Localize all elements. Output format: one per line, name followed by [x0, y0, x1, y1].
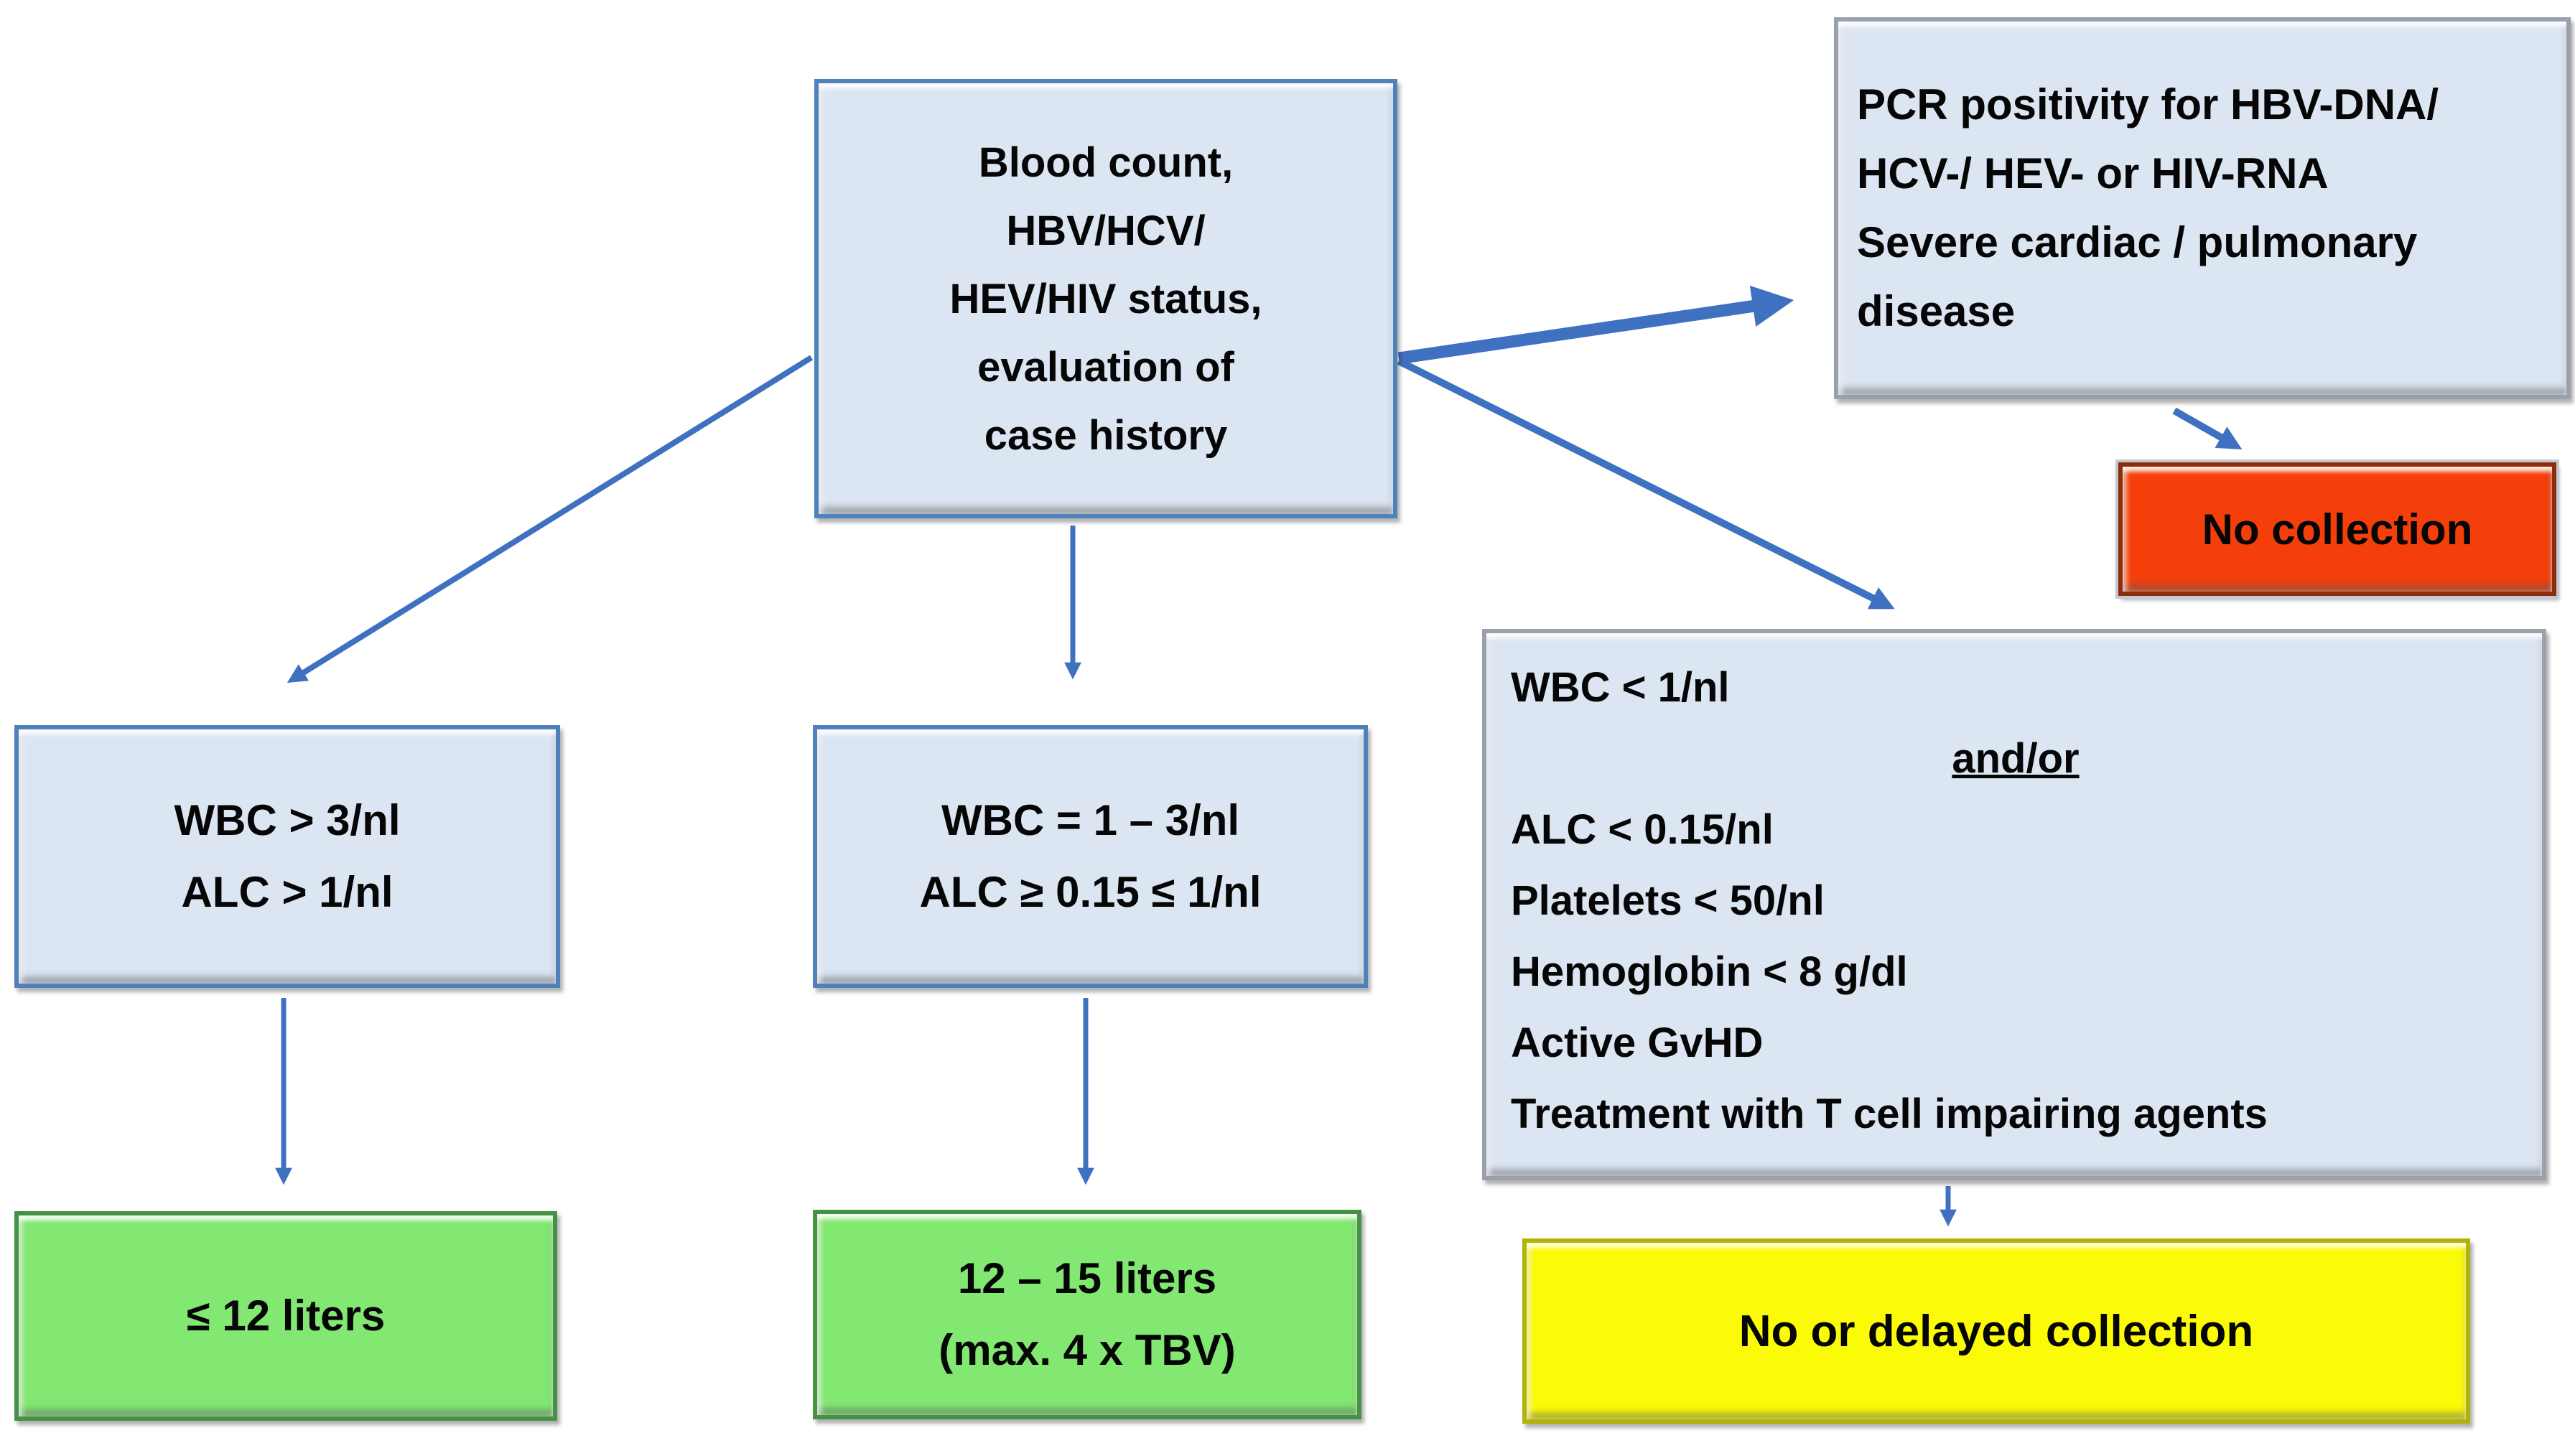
- low-counts-line-gvhd: Active GvHD: [1511, 1019, 1764, 1066]
- node-volume-low-text: ≤ 12 liters: [186, 1292, 386, 1340]
- node-volume-mid-text: 12 – 15 liters (max. 4 x TBV): [939, 1254, 1236, 1374]
- node-good-counts: WBC > 3/nl ALC > 1/nl: [14, 725, 560, 988]
- low-counts-line-hemoglobin: Hemoglobin < 8 g/dl: [1511, 948, 1908, 995]
- node-good-counts-text: WBC > 3/nl ALC > 1/nl: [174, 796, 401, 916]
- arrow-assessment-to-good-counts: [287, 355, 814, 683]
- node-exclusion-criteria: PCR positivity for HBV-DNA/ HCV-/ HEV- o…: [1834, 17, 2571, 399]
- node-no-or-delayed-collection-text: No or delayed collection: [1738, 1306, 2254, 1356]
- node-no-or-delayed-collection: No or delayed collection: [1522, 1238, 2470, 1424]
- node-assessment-text: Blood count, HBV/HCV/ HEV/HIV status, ev…: [949, 139, 1262, 459]
- low-counts-line-alc: ALC < 0.15/nl: [1511, 806, 1774, 853]
- low-counts-and-or: and/or: [1952, 735, 2080, 782]
- node-exclusion-criteria-text: PCR positivity for HBV-DNA/ HCV-/ HEV- o…: [1857, 80, 2439, 335]
- arrow-assessment-to-low-counts: [1397, 358, 1895, 610]
- node-assessment: Blood count, HBV/HCV/ HEV/HIV status, ev…: [814, 79, 1397, 518]
- node-no-collection: No collection: [2115, 459, 2559, 599]
- node-no-collection-text: No collection: [2202, 505, 2473, 554]
- node-volume-low: ≤ 12 liters: [14, 1211, 557, 1421]
- node-volume-mid: 12 – 15 liters (max. 4 x TBV): [813, 1210, 1361, 1419]
- low-counts-line-treatment: Treatment with T cell impairing agents: [1511, 1091, 2268, 1137]
- arrow-assessment-to-exclusion: [1397, 285, 1794, 365]
- low-counts-line-wbc: WBC < 1/nl: [1511, 664, 1730, 711]
- arrow-exclusion-to-no-collection: [2172, 407, 2243, 449]
- node-intermediate-counts: WBC = 1 – 3/nl ALC ≥ 0.15 ≤ 1/nl: [813, 725, 1368, 988]
- low-counts-line-platelets: Platelets < 50/nl: [1511, 877, 1825, 924]
- node-low-counts: WBC < 1/nl and/or ALC < 0.15/nl Platelet…: [1482, 629, 2546, 1180]
- node-intermediate-counts-text: WBC = 1 – 3/nl ALC ≥ 0.15 ≤ 1/nl: [919, 796, 1262, 916]
